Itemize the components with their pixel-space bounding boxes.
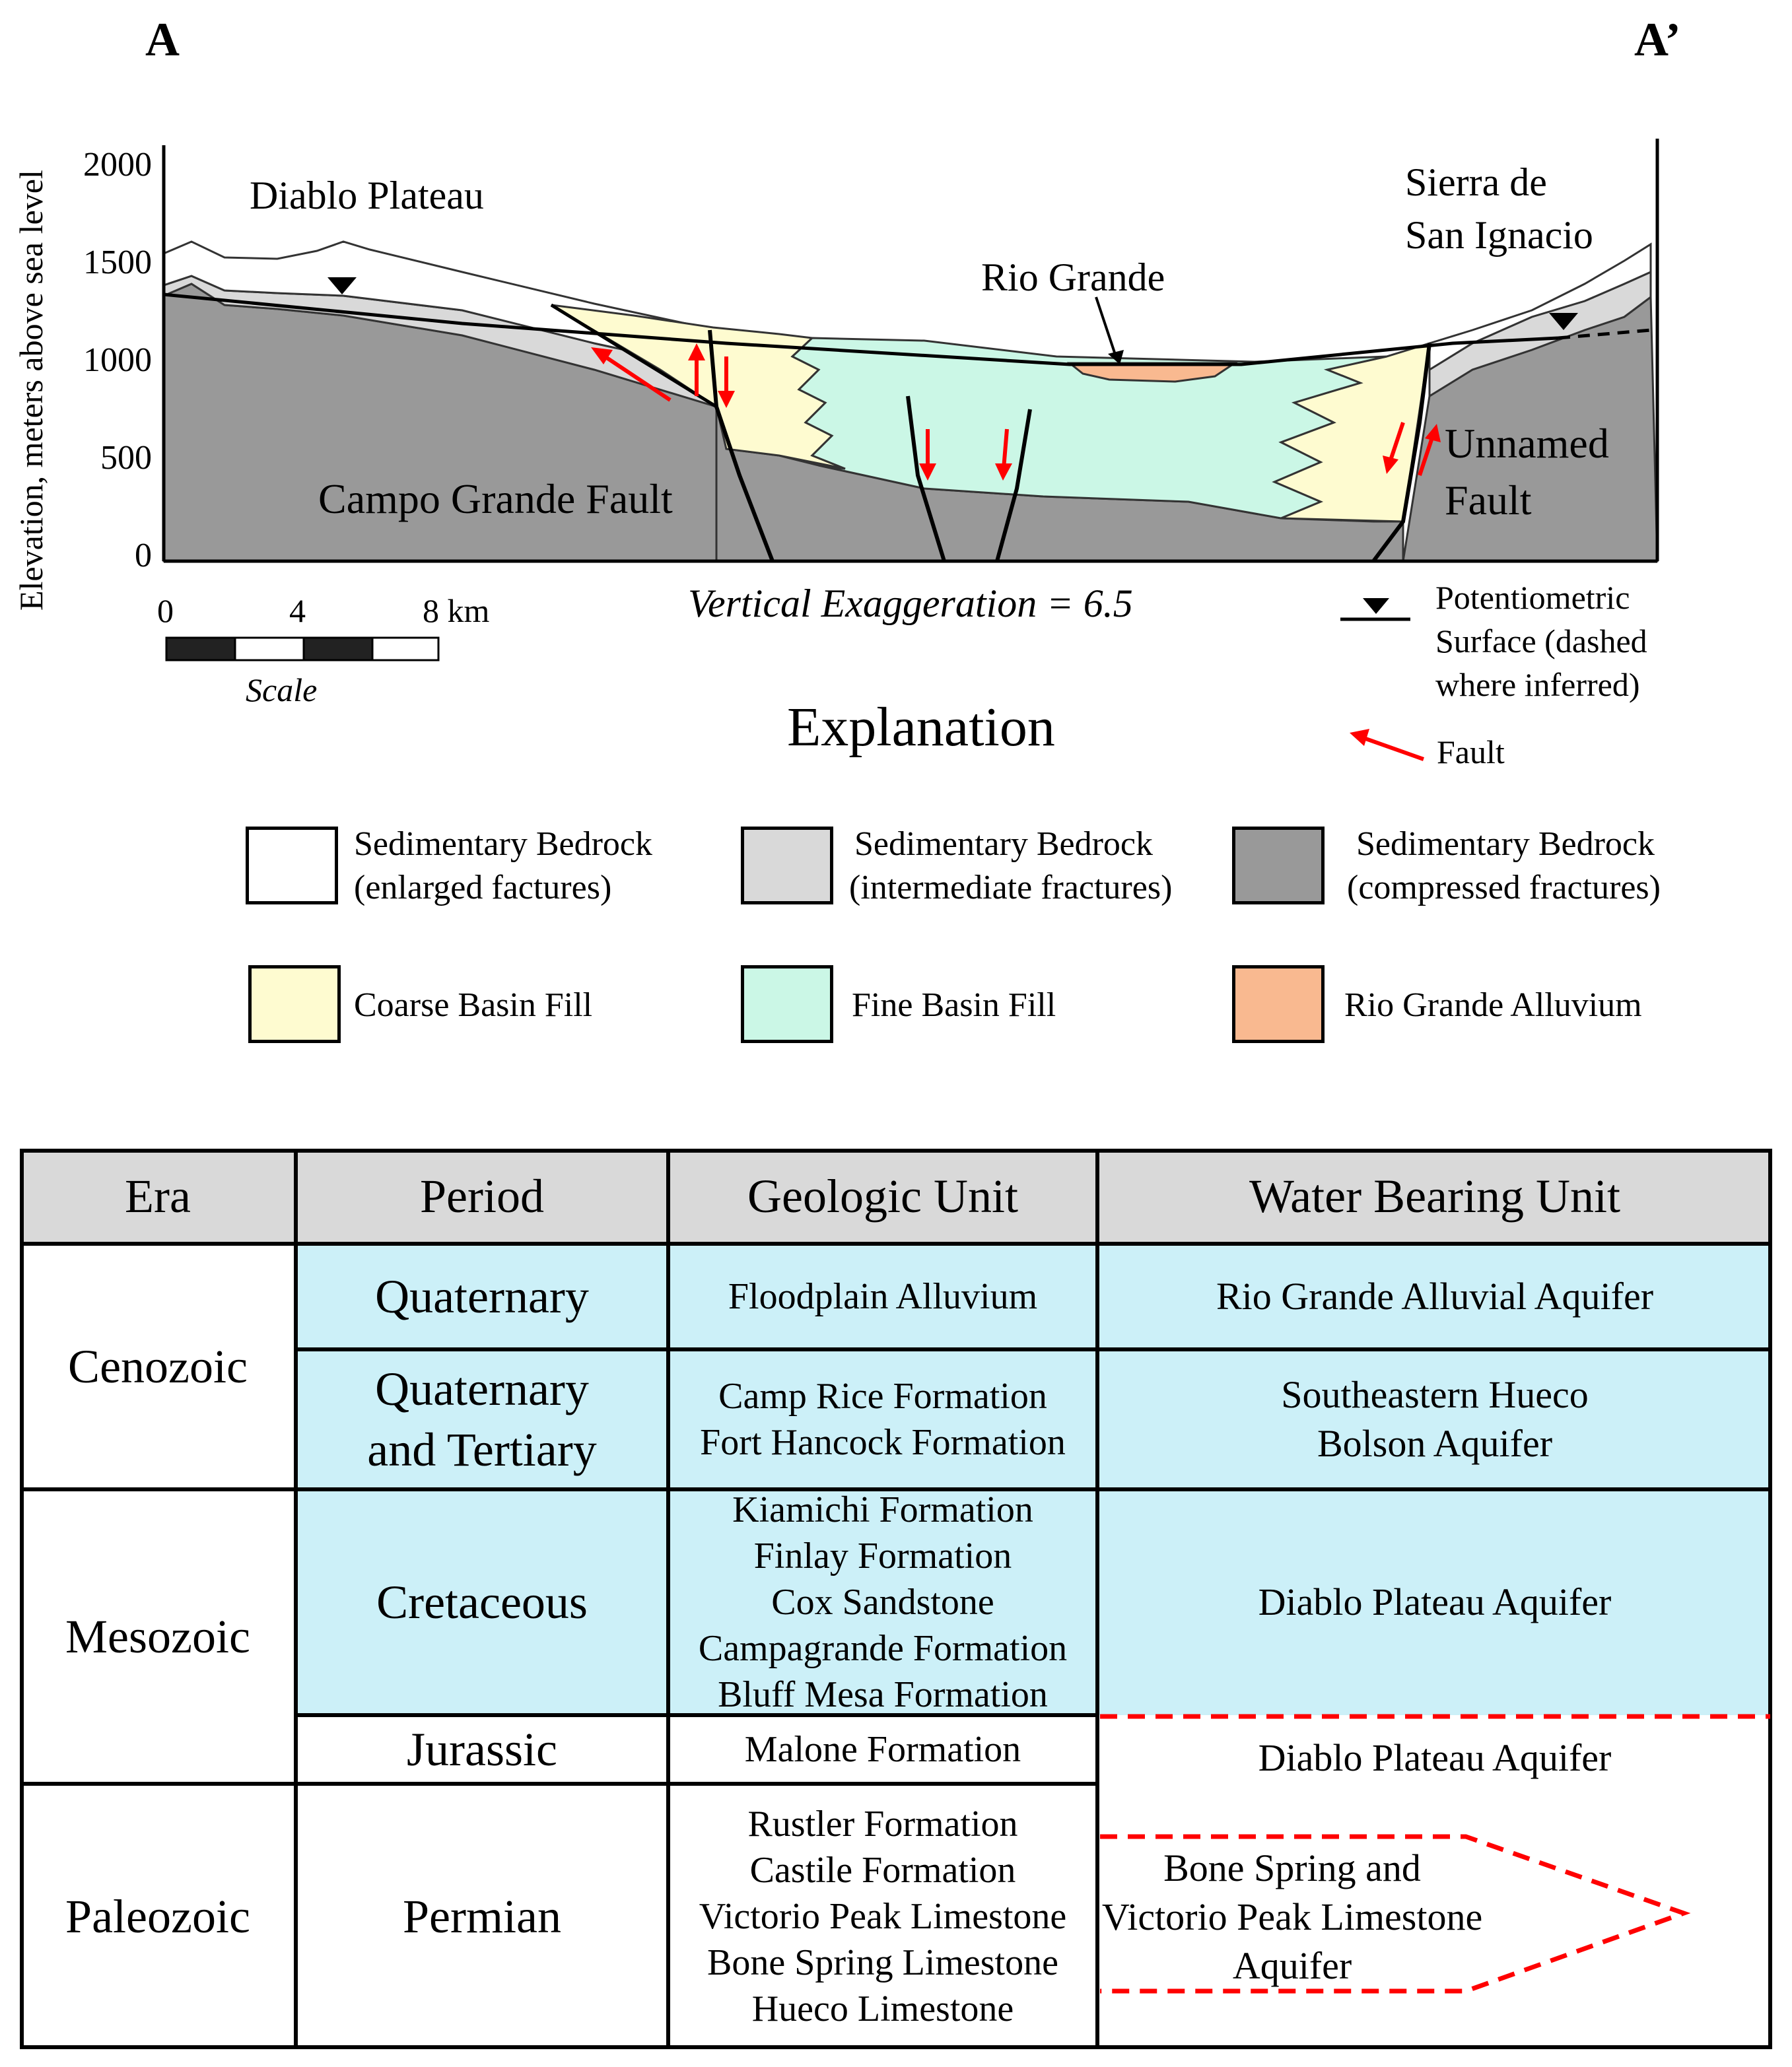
- shallow-fault-line: [550, 303, 718, 409]
- legend-alluvium-label: Rio Grande Alluvium: [1344, 986, 1642, 1024]
- header-era: Era: [20, 1149, 296, 1244]
- campo-grande-fault-label: Campo Grande Fault: [318, 475, 673, 522]
- potentiometric-legend-line3: where inferred): [1435, 666, 1640, 703]
- unnamed-fault-label-line1: Unnamed: [1445, 420, 1609, 467]
- legend-swatch-bedrock-intermediate: [741, 827, 833, 904]
- legend-fine-fill-label: Fine Basin Fill: [852, 986, 1056, 1024]
- legend-bedrock-enlarged-line1: Sedimentary Bedrock: [354, 825, 652, 863]
- unit-camp-rice-fort-hancock: Camp Rice Formation Fort Hancock Formati…: [668, 1349, 1097, 1489]
- fault-legend-label: Fault: [1437, 733, 1505, 770]
- table-grid: [20, 1149, 1772, 2049]
- fine-fill: [790, 337, 1387, 520]
- scale-label: Scale: [246, 671, 318, 708]
- diablo-plateau-label: Diablo Plateau: [250, 174, 484, 217]
- period-jurassic: Jurassic: [407, 1723, 557, 1776]
- unnamed-fault-line: [1371, 343, 1431, 562]
- sierra-label-line1: Sierra de: [1405, 160, 1547, 204]
- legend-swatch-alluvium: [1232, 965, 1325, 1043]
- scale-tick-4: 4: [289, 592, 306, 629]
- header-period: Period: [296, 1149, 668, 1244]
- scale-bar: [165, 636, 440, 661]
- scale-tick-0: 0: [157, 592, 174, 629]
- y-tick-1000: 1000: [83, 341, 152, 379]
- section-end-label: A’: [1634, 13, 1681, 66]
- y-tick-0: 0: [135, 537, 152, 574]
- aquifer-boundary-lines: [1100, 1714, 1770, 1994]
- potentiometric-legend-marker: [1363, 598, 1389, 614]
- unit-permian-formations: Rustler Formation Castile Formation Vict…: [699, 1804, 1067, 2029]
- unit-floodplain-alluvium: Floodplain Alluvium: [668, 1244, 1097, 1349]
- aquifer-rio-grande-alluvial: Rio Grande Alluvial Aquifer: [1097, 1244, 1772, 1349]
- y-tick-500: 500: [100, 439, 152, 477]
- fault-legend-arrow-head: [1350, 729, 1369, 746]
- legend-swatch-bedrock-enlarged: [246, 827, 338, 904]
- legend-bedrock-intermediate-line1: Sedimentary Bedrock: [854, 825, 1153, 863]
- explanation-title: Explanation: [787, 696, 1055, 758]
- legend-swatch-fine-fill: [741, 965, 833, 1043]
- geologic-cross-section: [162, 139, 1659, 761]
- unit-malone-formation: Malone Formation: [744, 1729, 1021, 1770]
- central-fault-right: [995, 409, 1032, 562]
- y-tick-2000: 2000: [83, 146, 152, 184]
- period-cretaceous: Cretaceous: [296, 1489, 668, 1715]
- period-quaternary: Quaternary: [296, 1244, 668, 1349]
- legend-coarse-fill-label: Coarse Basin Fill: [354, 986, 593, 1024]
- scale-tick-8km: 8 km: [423, 592, 490, 629]
- fault-motion-arrows: [591, 343, 1441, 481]
- unnamed-fault-label-line2: Fault: [1445, 477, 1532, 524]
- period-permian: Permian: [403, 1890, 561, 1943]
- rio-grande-pointer-head: [1108, 350, 1124, 364]
- y-tick-1500: 1500: [83, 244, 152, 281]
- stratigraphy-table: Era Period Geologic Unit Water Bearing U…: [20, 1149, 1772, 2049]
- vertical-exaggeration: Vertical Exaggeration = 6.5: [688, 582, 1133, 625]
- legend-bedrock-enlarged-line2: (enlarged factures): [354, 869, 612, 906]
- section-start-label: A: [145, 13, 180, 66]
- rio-grande-label: Rio Grande: [981, 255, 1165, 299]
- legend-bedrock-compressed-line1: Sedimentary Bedrock: [1356, 825, 1655, 863]
- legend-bedrock-intermediate-line2: (intermediate fractures): [849, 869, 1173, 906]
- rio-grande-pointer: [1095, 296, 1117, 357]
- water-level-marker-left: [327, 277, 357, 294]
- potentiometric-legend-line2: Surface (dashed: [1435, 623, 1647, 660]
- aquifer-diablo-plateau-upper: Diablo Plateau Aquifer: [1097, 1489, 1772, 1715]
- potentiometric-surface-inferred: [1558, 328, 1651, 340]
- legend-swatch-bedrock-compressed: [1232, 827, 1325, 904]
- sierra-label-line2: San Ignacio: [1405, 213, 1593, 257]
- central-fault-left: [906, 395, 946, 562]
- aquifer-bone-spring-victorio-peak: Bone Spring and Victorio Peak Limestone …: [1101, 1847, 1483, 1987]
- campo-grande-fault-line: [708, 329, 775, 562]
- header-water-bearing-unit: Water Bearing Unit: [1097, 1149, 1772, 1244]
- header-geologic-unit: Geologic Unit: [668, 1149, 1097, 1244]
- era-paleozoic: Paleozoic: [65, 1889, 250, 1943]
- fault-legend-arrow-line: [1359, 735, 1425, 761]
- potentiometric-surface: [163, 292, 1559, 366]
- unit-cretaceous-formations: Kiamichi Formation Finlay Formation Cox …: [668, 1489, 1097, 1715]
- era-cenozoic: Cenozoic: [68, 1339, 248, 1393]
- period-quaternary-tertiary: Quaternary and Tertiary: [296, 1349, 668, 1489]
- potentiometric-legend-line1: Potentiometric: [1435, 579, 1630, 616]
- legend-swatch-coarse-fill: [248, 965, 341, 1043]
- water-level-marker-right: [1549, 313, 1578, 330]
- aquifer-diablo-plateau-lower: Diablo Plateau Aquifer: [1258, 1736, 1612, 1779]
- aquifer-hueco-bolson: Southeastern Hueco Bolson Aquifer: [1097, 1349, 1772, 1489]
- era-mesozoic: Mesozoic: [65, 1610, 250, 1663]
- legend-bedrock-compressed-line2: (compressed fractures): [1347, 869, 1661, 906]
